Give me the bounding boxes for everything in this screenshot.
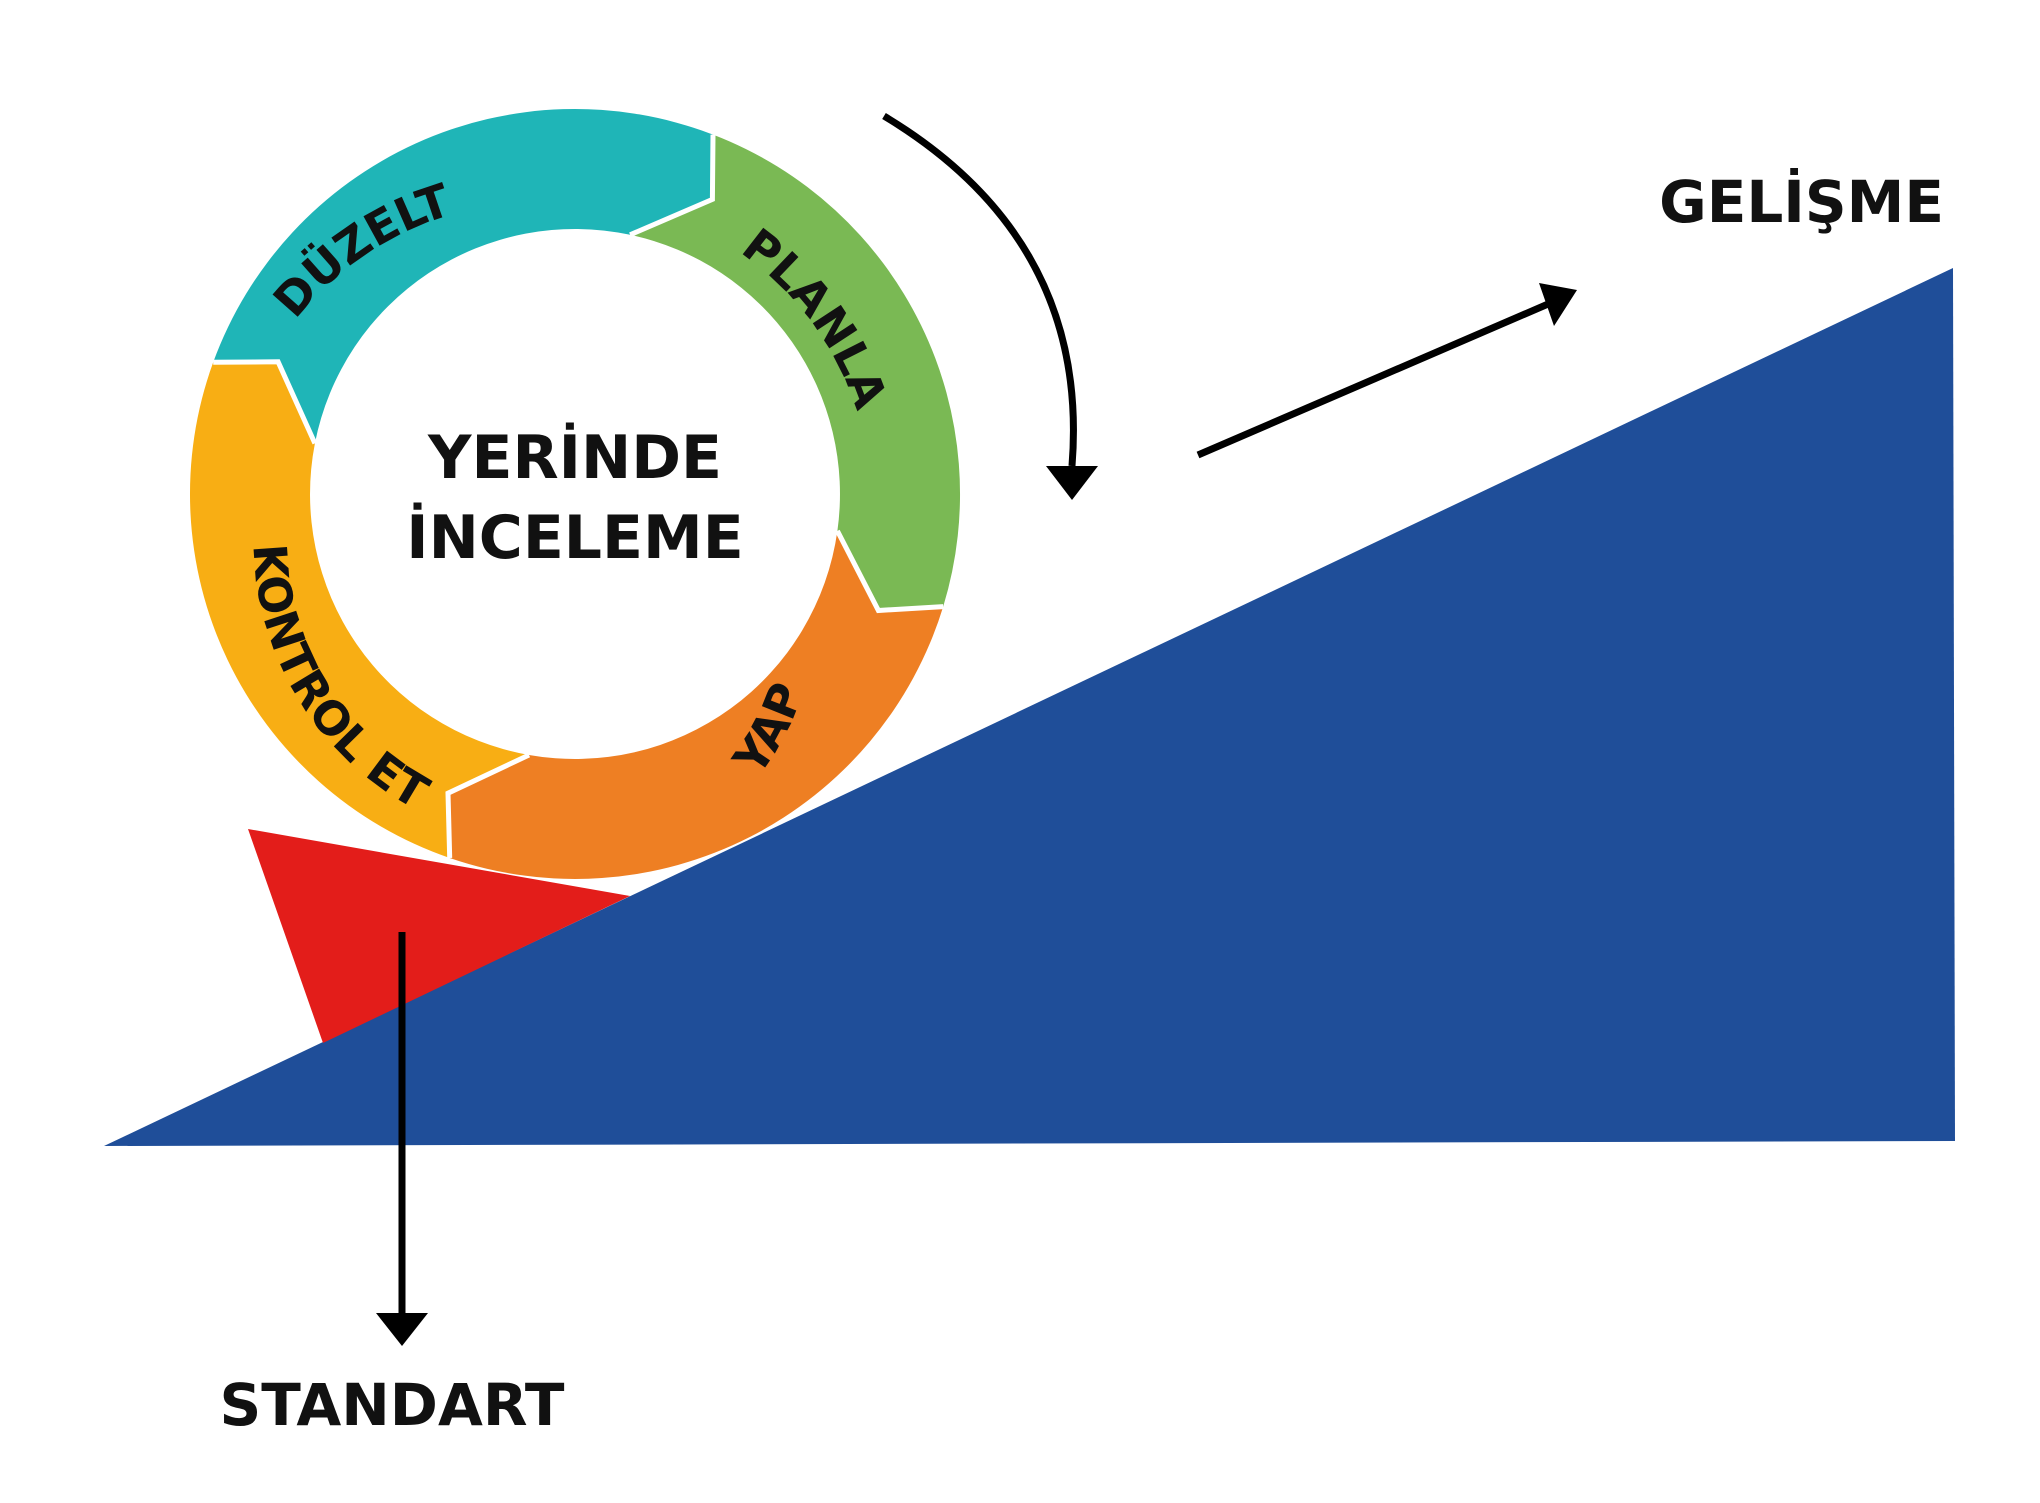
pdca-cycle xyxy=(189,109,961,879)
cycle-divider-planla xyxy=(629,134,716,238)
cycle-divider-yap xyxy=(835,529,944,614)
improvement-arrow-shaft xyxy=(1196,294,1564,459)
improvement-arrow xyxy=(1196,283,1577,459)
rotation-arrow-shaft xyxy=(882,113,1077,467)
cycle-divider-kontrol xyxy=(445,752,531,859)
rotation-arrowhead-icon xyxy=(1046,466,1098,500)
center-label-line1: YERİNDE xyxy=(427,421,722,493)
cycle-segment-duzelt xyxy=(213,109,713,444)
improvement-slope xyxy=(104,268,1955,1146)
standard-arrow xyxy=(376,932,428,1346)
center-label-line2: İNCELEME xyxy=(406,501,743,573)
cycle-segment-planla xyxy=(630,134,961,611)
cycle-segment-yap xyxy=(448,530,944,879)
standard-wedge xyxy=(248,829,630,1043)
standard-label: STANDART xyxy=(220,1371,565,1439)
improvement-arrowhead-icon xyxy=(1539,283,1577,326)
cycle-divider-duzelt xyxy=(213,359,318,445)
rotation-arrow xyxy=(882,113,1098,500)
cycle-segment-kontrol xyxy=(189,361,529,858)
standard-arrowhead-icon xyxy=(376,1313,428,1346)
improvement-label: GELİŞME xyxy=(1659,167,1944,236)
